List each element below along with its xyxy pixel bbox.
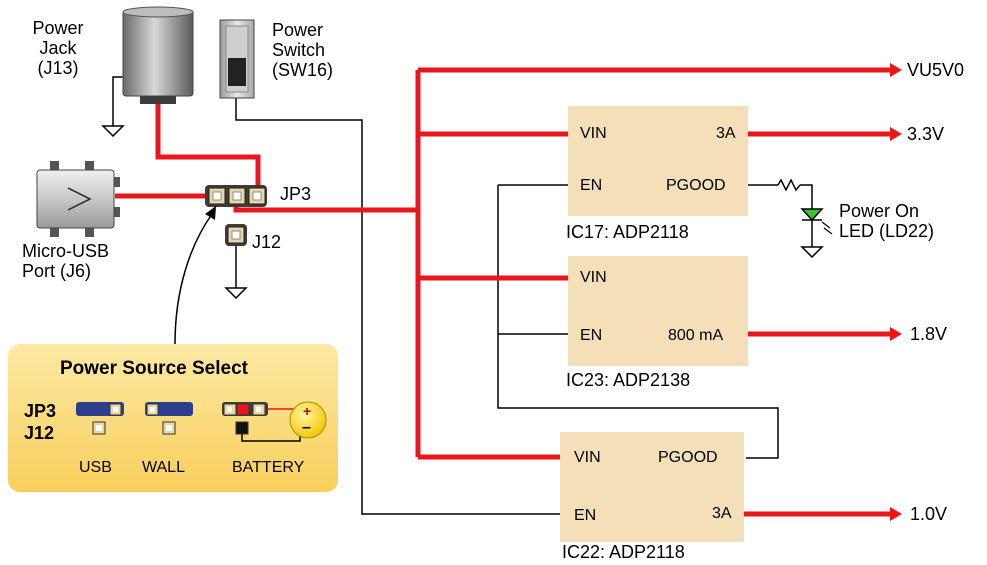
ic22-current-pin: 3A — [712, 505, 732, 522]
power-select-title: Power Source Select — [60, 358, 248, 379]
ground-symbol-led — [800, 246, 824, 259]
ic17-current-pin: 3A — [716, 125, 736, 142]
output-vu5v0: VU5V0 — [907, 60, 965, 80]
ic17-box — [568, 106, 748, 216]
battery-plus-sign: + — [303, 403, 312, 419]
led-label-line2: LED (LD22) — [839, 221, 935, 241]
ic17-vin-pin: VIN — [580, 125, 607, 142]
arrowheads — [890, 63, 902, 521]
ic22-en-pin: EN — [574, 507, 597, 524]
power-jack-label-line2: Jack — [39, 38, 77, 58]
signal-wires — [112, 76, 813, 515]
usb-port-icon — [36, 161, 120, 237]
ic22-box — [560, 432, 744, 542]
ic22-name: IC22: ADP2118 — [562, 542, 685, 562]
usb-jumper-icon — [76, 402, 124, 435]
power-switch-label-line2: Switch — [272, 40, 326, 60]
power-select-panel — [8, 344, 338, 492]
ic23-current-pin: 800 mA — [668, 327, 724, 344]
usb-port-label: Micro-USB Port (J6) — [22, 241, 109, 281]
ground-symbol-j12 — [224, 287, 248, 300]
battery-jumper-icon — [222, 401, 327, 442]
ic23-box — [568, 256, 748, 366]
output-3v3: 3.3V — [907, 124, 945, 144]
j12-label: J12 — [252, 232, 282, 252]
ic23-vin-pin: VIN — [580, 269, 607, 286]
power-jack-label-line3: (J13) — [37, 58, 79, 78]
battery-minus-sign: – — [302, 419, 311, 436]
jp3-label: JP3 — [280, 184, 312, 204]
power-select-row-jp3: JP3 — [24, 401, 57, 421]
power-select-option-battery: BATTERY — [232, 459, 305, 476]
led-label: Power On LED (LD22) — [839, 201, 934, 241]
power-wires — [115, 67, 896, 517]
usb-port-label-line2: Port (J6) — [22, 261, 92, 281]
power-jack-icon — [122, 6, 194, 104]
power-switch-label: Power Switch (SW16) — [272, 20, 333, 80]
power-select-row-j12: J12 — [24, 423, 55, 443]
ic17-en-pin: EN — [580, 177, 603, 194]
ic23-name: IC23: ADP2138 — [566, 370, 691, 390]
ic23-en-pin: EN — [580, 327, 603, 344]
jp3-header — [205, 185, 267, 207]
power-switch-label-line3: (SW16) — [272, 60, 334, 80]
ic17-name: IC17: ADP2118 — [566, 222, 689, 242]
led-label-line1: Power On — [839, 201, 920, 221]
power-select-option-usb: USB — [79, 459, 112, 476]
ic22-vin-pin: VIN — [574, 449, 601, 466]
output-1v0: 1.0V — [910, 504, 948, 524]
usb-port-label-line1: Micro-USB — [22, 241, 110, 261]
power-switch-icon — [219, 19, 255, 99]
power-switch-label-line1: Power — [272, 20, 324, 40]
power-select-option-wall: WALL — [142, 459, 185, 476]
power-jack-label-line1: Power — [32, 18, 84, 38]
ground-symbols — [101, 125, 824, 300]
output-1v8: 1.8V — [910, 324, 948, 344]
ic17-pgood-pin: PGOOD — [666, 177, 726, 194]
ground-symbol-jack — [101, 125, 125, 138]
wall-jumper-icon — [145, 402, 193, 435]
j12-header — [225, 224, 247, 246]
led-symbol — [800, 208, 833, 235]
power-jack-label: Power Jack (J13) — [18, 18, 98, 78]
ic22-pgood-pin: PGOOD — [658, 449, 718, 466]
